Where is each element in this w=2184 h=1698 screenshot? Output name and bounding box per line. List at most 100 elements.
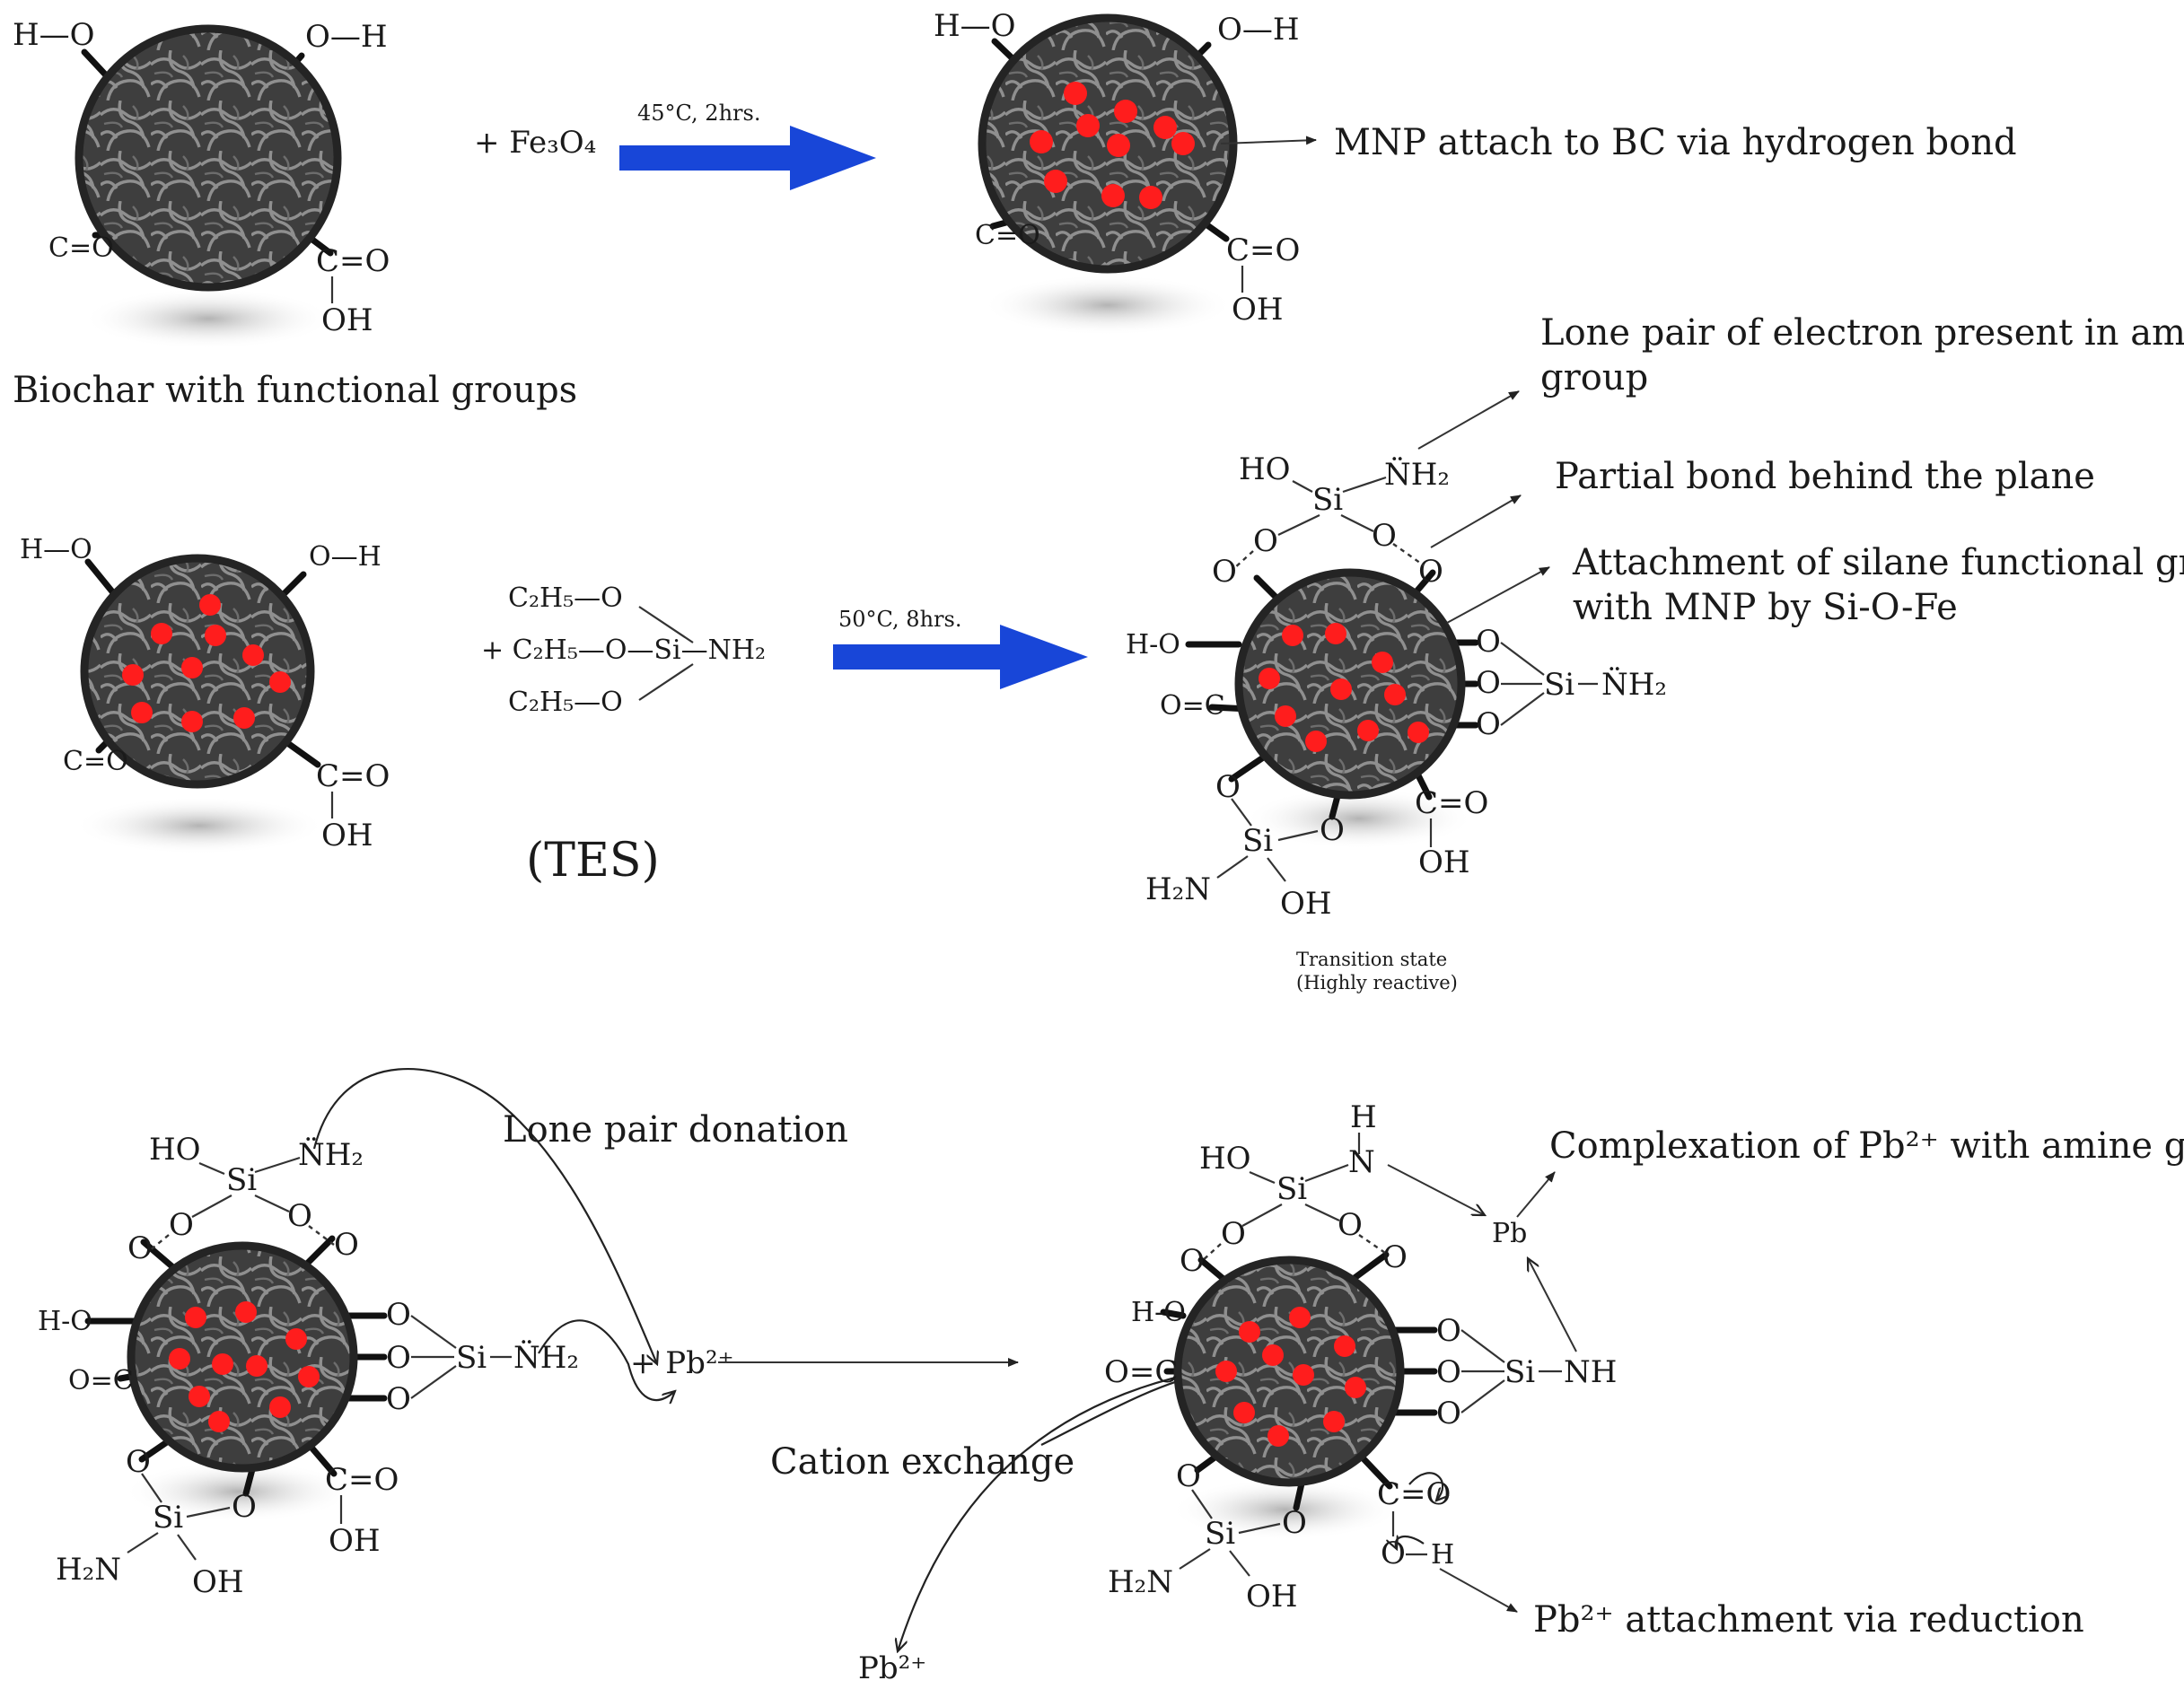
- carbonyl-group: C=O: [48, 232, 114, 264]
- ho-group: H—O: [934, 8, 1016, 44]
- h-label: H: [1350, 1099, 1377, 1135]
- bond: [1277, 829, 1319, 842]
- mnp-particle: [1114, 100, 1137, 123]
- mnp-particle: [1259, 668, 1280, 689]
- ho-group: H—O: [20, 534, 92, 565]
- oh-group: O—H: [1217, 12, 1300, 48]
- mnp-particle: [1171, 132, 1195, 155]
- mnp-particle: [169, 1348, 190, 1370]
- h2n-label: H₂N: [56, 1552, 121, 1588]
- o-label: O: [334, 1227, 359, 1263]
- h2n-label: H₂N: [1108, 1564, 1173, 1600]
- o-label: O: [386, 1381, 411, 1417]
- mnp-particle: [1215, 1361, 1237, 1382]
- si-label: Si: [1544, 667, 1574, 703]
- mnp-particle: [269, 1396, 291, 1418]
- tes-line-1: C₂H₅—O: [508, 582, 623, 614]
- biochar-particle: [127, 1241, 358, 1473]
- carboxyl-h: H: [1431, 1539, 1454, 1571]
- ho-left-label: H-O: [1126, 629, 1180, 661]
- si-label: Si: [153, 1500, 183, 1536]
- note-line-1: Attachment of silane functional group: [1572, 542, 2184, 583]
- si-label: Si: [456, 1340, 487, 1376]
- o-label: O: [1180, 1243, 1205, 1279]
- mnp-particle: [1372, 652, 1393, 673]
- o-label: O: [1176, 1458, 1201, 1494]
- bond: [1500, 642, 1545, 676]
- reduction-leader: [1439, 1568, 1518, 1613]
- bond: [1304, 1163, 1349, 1183]
- functionalized-biochar-row3-left: HO Si N̈H₂ O O O O H-O O=C O O O Si N̈H₂…: [38, 1132, 579, 1600]
- mnp-particle: [1345, 1377, 1366, 1398]
- carboxyl-co: C=O: [325, 1462, 399, 1498]
- bond: [198, 1161, 225, 1176]
- electron-curl: [1408, 1472, 1443, 1501]
- partial-bond: [308, 1225, 338, 1248]
- tes-label: (TES): [526, 834, 660, 888]
- bond: [1277, 514, 1320, 536]
- mnp-particles: [1215, 1307, 1366, 1447]
- mnp-particle: [1030, 130, 1053, 153]
- mnp-particle: [298, 1366, 320, 1387]
- bond: [1249, 1170, 1276, 1185]
- pb-center-label: Pb: [1492, 1218, 1527, 1249]
- mnp-particle: [1064, 82, 1087, 105]
- particle-shadow: [124, 1461, 354, 1522]
- bond: [638, 606, 694, 643]
- condition-step1: 45°C, 2hrs.: [637, 101, 760, 126]
- mnp-particles: [122, 594, 291, 732]
- o-label: O: [1476, 665, 1501, 701]
- bond: [1241, 1203, 1283, 1227]
- o-label: O: [1338, 1207, 1363, 1243]
- mnp-particle: [189, 1386, 210, 1407]
- o-label: O: [1476, 706, 1501, 742]
- o-label: O: [169, 1207, 194, 1243]
- partial-bond: [148, 1234, 170, 1252]
- carbonyl-group: C=O: [975, 220, 1040, 251]
- note-line-2: with MNP by Si-O-Fe: [1573, 587, 1958, 628]
- si-label: Si: [1276, 1171, 1307, 1207]
- mnp-particle: [285, 1328, 307, 1350]
- transition-state-sublabel: (Highly reactive): [1296, 972, 1458, 993]
- pb-released-label: Pb²⁺: [858, 1650, 926, 1686]
- o-label: O: [1372, 518, 1397, 554]
- si-label: Si: [1504, 1354, 1535, 1390]
- partial-bond: [1200, 1243, 1222, 1263]
- si-label: Si: [1242, 823, 1273, 859]
- mnp-particle: [181, 711, 203, 732]
- bond: [1160, 1309, 1187, 1319]
- mnp-particle: [208, 1411, 230, 1432]
- mnp-particles: [169, 1301, 320, 1432]
- mnp-particle: [1384, 684, 1406, 705]
- ho-group: H—O: [13, 17, 95, 53]
- bond: [1342, 476, 1387, 494]
- fe3o4-reagent: + Fe₃O₄: [474, 125, 596, 161]
- reaction-arrow-step1: [619, 126, 876, 190]
- n-label: N: [1348, 1144, 1375, 1180]
- bond: [1340, 514, 1374, 532]
- mnp-particle: [1330, 678, 1352, 700]
- si-label: Si: [1312, 482, 1343, 518]
- magnetic-biochar-row2: H—O O—H C=O C=O OH: [20, 534, 390, 854]
- carboxyl-oh: OH: [321, 302, 373, 338]
- bond: [1460, 1329, 1505, 1363]
- o-label: O: [1436, 1313, 1461, 1349]
- carboxyl-oh: OH: [329, 1523, 381, 1559]
- mnp-particle: [1408, 722, 1429, 743]
- pb-complex-row3-right: H N HO Si O O O O H-O O=C O O O Si NH O …: [1104, 1099, 1617, 1615]
- partial-bond: [1392, 543, 1425, 566]
- mnp-particle: [151, 623, 172, 644]
- o-label: O: [287, 1198, 312, 1234]
- pb-leader: [1516, 1171, 1556, 1218]
- biochar-particle: [75, 24, 342, 292]
- transition-state-label: Transition state: [1296, 949, 1447, 970]
- functionalized-biochar-row2: HO Si N̈H₂ O O O O H-O O=C O O O Si N̈H₂…: [1126, 451, 1667, 922]
- ho-label: HO: [1199, 1141, 1251, 1177]
- mnp-particle: [1334, 1335, 1355, 1357]
- pb-nh-bond: [1528, 1258, 1577, 1352]
- bond: [1460, 1379, 1505, 1414]
- o-label: O: [1382, 1239, 1408, 1275]
- o-label: O: [127, 1230, 153, 1266]
